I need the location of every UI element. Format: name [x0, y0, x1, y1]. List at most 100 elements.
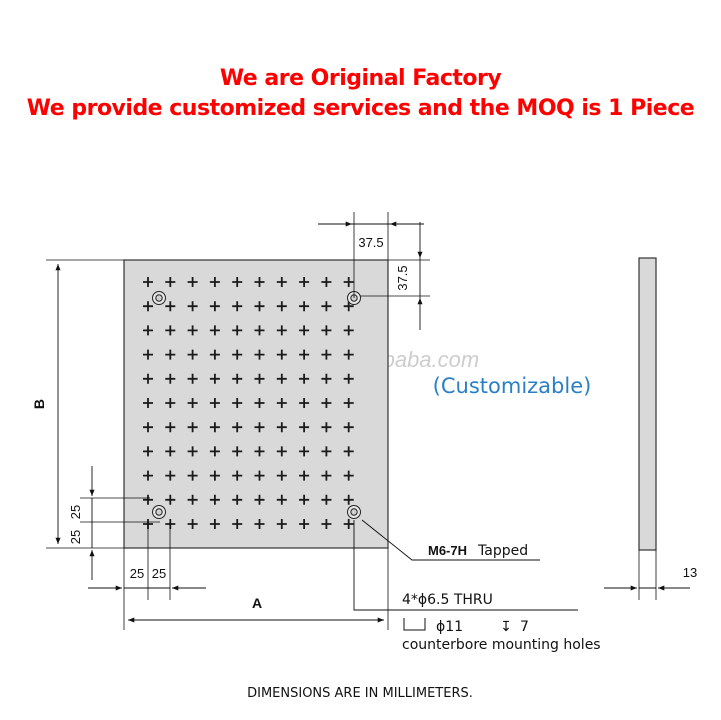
tapped-hole-cross [343, 470, 354, 481]
tapped-hole-cross [232, 422, 243, 433]
tapped-hole-cross [143, 325, 153, 336]
tapped-hole-cross [276, 494, 287, 505]
customizable-label: (Customizable) [433, 374, 592, 398]
tapped-hole-cross [232, 494, 243, 505]
tapped-hole-cross [321, 277, 332, 287]
tapped-hole-cross [232, 470, 243, 481]
tapped-hole-cross [187, 277, 198, 287]
tapped-hole-cross [187, 373, 198, 384]
tapped-hole-cross [187, 349, 198, 360]
tapped-hole-cross [143, 422, 153, 433]
tapped-hole-cross [187, 325, 198, 336]
tapped-hole-cross [343, 325, 354, 336]
leader-lines [353, 519, 578, 611]
tapped-hole-cross [187, 446, 198, 457]
tapped-hole-cross [232, 349, 243, 360]
tapped-hole-cross [209, 301, 220, 312]
counterbore-mounting-hole [347, 505, 361, 519]
tapped-hole-cross [165, 325, 176, 336]
tapped-hole-cross [232, 373, 243, 384]
counterbore-symbol [403, 618, 426, 631]
dim-left-offset-1: 25 [130, 566, 144, 581]
depth-symbol: ↧ [500, 619, 512, 635]
tapped-hole-cross [321, 373, 332, 384]
tapped-hole-cross [143, 301, 153, 312]
tapped-hole-cross [276, 470, 287, 481]
tapped-hole-cross [165, 349, 176, 360]
tapped-hole-cross [254, 325, 265, 336]
tapped-hole-cross [299, 422, 310, 433]
tapped-hole-cross [143, 398, 153, 408]
tapped-hole-cross [209, 349, 220, 360]
tapped-hole-cross [254, 398, 265, 408]
dim-top-37-5: 37.5 [358, 235, 383, 250]
tapped-hole-cross [143, 373, 153, 384]
tapped-hole-cross [343, 398, 354, 408]
dim-width-a: A [252, 595, 262, 611]
header-line-2: We provide customized services and the M… [26, 96, 695, 121]
tapped-hole-cross [321, 470, 332, 481]
tapped-hole-cross [209, 470, 220, 481]
counterbore-note: counterbore mounting holes [402, 637, 601, 653]
tapped-hole-cross [299, 446, 310, 457]
counterbore-mounting-hole [152, 291, 166, 305]
tapped-hole-cross [232, 398, 243, 408]
tapped-hole-cross [165, 446, 176, 457]
tapped-hole-cross [187, 398, 198, 408]
tapped-hole-cross [143, 349, 153, 360]
tapped-hole-cross [299, 519, 310, 529]
tapped-hole-cross [209, 398, 220, 408]
tapped-hole-cross [143, 470, 153, 481]
tapped-hole-cross [187, 470, 198, 481]
tapped-hole-cross [254, 301, 265, 312]
tapped-hole-cross [209, 519, 220, 529]
tapped-hole-cross [276, 325, 287, 336]
tapped-hole-cross [165, 277, 176, 287]
counterbore-mounting-hole [152, 505, 166, 519]
tapped-hole-cross [343, 519, 354, 529]
tapped-hole-cross [343, 494, 354, 505]
tap-code: M6-7H [428, 543, 467, 558]
counterbore-depth: 7 [520, 619, 529, 635]
tapped-hole-cross [232, 301, 243, 312]
tap-word: Tapped [477, 543, 528, 559]
tapped-hole-cross [232, 277, 243, 287]
tapped-hole-cross [343, 373, 354, 384]
tapped-hole-cross [254, 349, 265, 360]
tapped-hole-cross [187, 519, 198, 529]
tapped-hole-cross [276, 422, 287, 433]
dim-height-b: B [31, 399, 47, 409]
tapped-hole-cross [276, 519, 287, 529]
counterbore-diameter: ϕ11 [436, 619, 463, 635]
tapped-hole-cross [299, 301, 310, 312]
dim-bottom-offset-1: 25 [68, 505, 83, 519]
tapped-hole-cross [276, 398, 287, 408]
tapped-hole-cross [187, 494, 198, 505]
tapped-hole-cross [276, 277, 287, 287]
plate-side-view [638, 257, 657, 551]
tapped-hole-cross [276, 349, 287, 360]
tapped-hole-cross [254, 470, 265, 481]
tapped-hole-cross [254, 519, 265, 529]
tapped-hole-cross [254, 277, 265, 287]
tapped-hole-cross [143, 494, 153, 505]
tapped-hole-cross [321, 446, 332, 457]
tapped-hole-cross [165, 301, 176, 312]
tapped-hole-cross [209, 422, 220, 433]
tapped-hole-cross [254, 373, 265, 384]
tapped-hole-cross [276, 301, 287, 312]
tapped-hole-cross [209, 277, 220, 287]
tapped-hole-cross [187, 301, 198, 312]
tapped-hole-cross [165, 422, 176, 433]
dim-thickness: 13 [683, 565, 697, 580]
tapped-hole-cross [321, 519, 332, 529]
tapped-hole-cross [143, 446, 153, 457]
tapped-hole-cross [209, 446, 220, 457]
tapped-hole-cross [187, 422, 198, 433]
hole-grid [143, 277, 354, 529]
tapped-hole-cross [299, 494, 310, 505]
dim-left-offset-2: 25 [152, 566, 166, 581]
tapped-hole-cross [321, 494, 332, 505]
tapped-hole-cross [343, 301, 354, 312]
